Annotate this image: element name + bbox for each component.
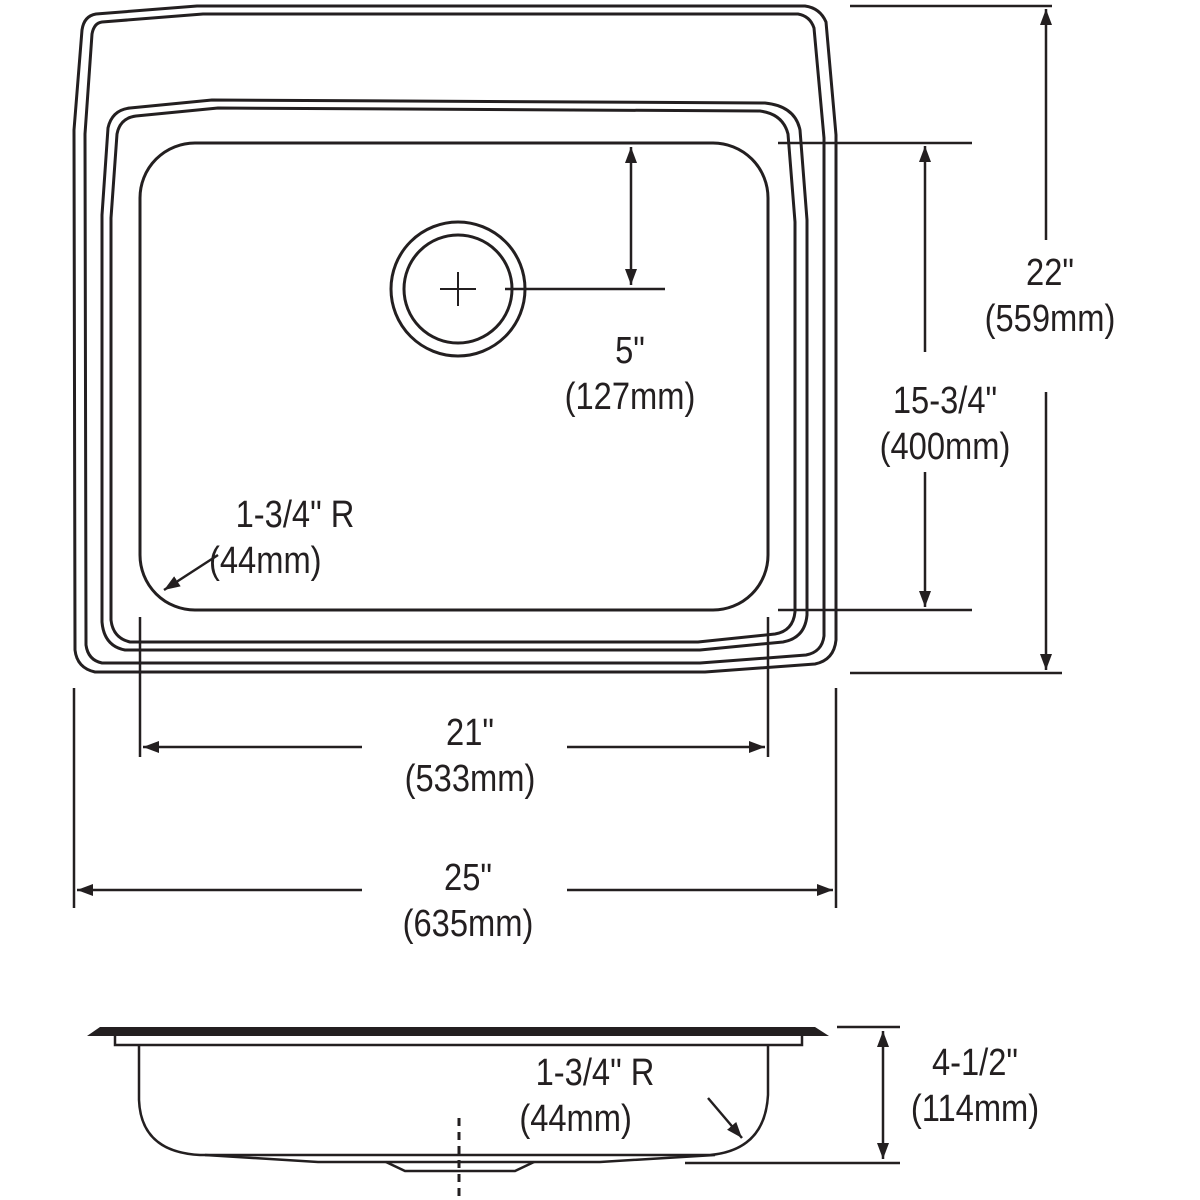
- bowl-height-label: 4-1/2" (114mm): [880, 1040, 1069, 1132]
- corner-radius-label-side: 1-3/4" R (44mm): [500, 1050, 689, 1142]
- corner-radius-leader-side: [707, 1097, 743, 1139]
- corner-radius-metric-side: (44mm): [519, 1098, 632, 1140]
- drain-offset-metric: (127mm): [564, 376, 696, 418]
- overall-depth-imperial: 22": [1026, 252, 1074, 294]
- corner-radius-metric-top: (44mm): [209, 540, 322, 582]
- corner-radius-imperial-side: 1-3/4" R: [535, 1052, 655, 1094]
- outer-flange-inner-line: [83, 12, 826, 665]
- overall-width-imperial: 25": [444, 857, 492, 899]
- overall-width-metric: (635mm): [402, 903, 534, 945]
- bowl-width-metric: (533mm): [404, 758, 536, 800]
- bowl-width-label: 21" (533mm): [375, 710, 564, 802]
- outer-flange-outline: [72, 4, 838, 674]
- overall-depth-label: 22" (559mm): [955, 250, 1144, 342]
- drain-offset-imperial: 5": [615, 330, 645, 372]
- side-bowl-profile: [137, 1045, 770, 1157]
- overall-depth-metric: (559mm): [984, 298, 1116, 340]
- bowl-depth-metric: (400mm): [879, 426, 1011, 468]
- bowl-rim-inner: [109, 106, 797, 644]
- bowl-width-imperial: 21": [446, 712, 494, 754]
- corner-radius-label-top: 1-3/4" R (44mm): [200, 492, 389, 584]
- bowl-rim-outer: [100, 98, 809, 652]
- bowl-height-imperial: 4-1/2": [931, 1042, 1019, 1084]
- corner-radius-leader-top: [163, 553, 219, 592]
- bowl-depth-imperial: 15-3/4": [892, 380, 998, 422]
- overall-width-label: 25" (635mm): [373, 855, 562, 947]
- bowl-height-metric: (114mm): [910, 1088, 1040, 1130]
- side-drain-boss: [385, 1160, 535, 1173]
- side-flange: [87, 1027, 829, 1036]
- side-view: [87, 1025, 900, 1200]
- corner-radius-imperial-top: 1-3/4" R: [235, 494, 355, 536]
- side-lip: [113, 1036, 804, 1047]
- bowl-basin: [138, 141, 770, 612]
- bowl-depth-label: 15-3/4" (400mm): [850, 378, 1039, 470]
- drain-offset-label: 5" (127mm): [535, 328, 724, 420]
